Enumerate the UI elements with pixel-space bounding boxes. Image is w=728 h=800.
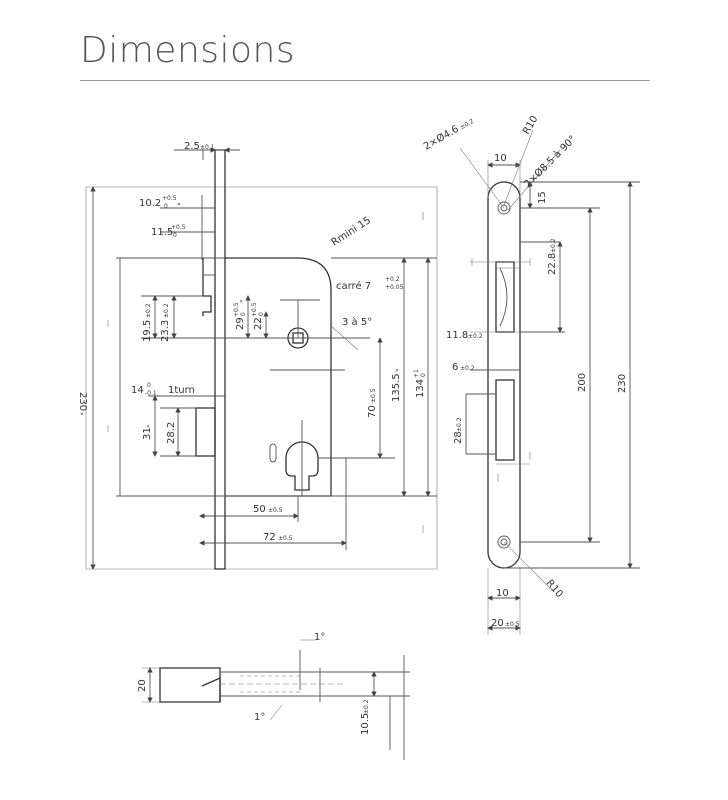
side-dim-22-8-group: 22.8 ±0.2 xyxy=(547,238,558,275)
dim-31-group: 31 » xyxy=(142,424,153,440)
dim-14-note: 1turn xyxy=(168,385,195,396)
side-dim-11-8: 11.8 xyxy=(446,330,468,341)
dim-14-tol-bot: -0.1 xyxy=(145,390,157,397)
dim-31: 31 xyxy=(142,427,153,440)
dim-19-5-tol: ±0.2 xyxy=(145,303,152,318)
dim-29-tol-bot: 0 xyxy=(240,312,247,316)
bolt-dim-10-5-tol: ±0.2 xyxy=(363,699,370,714)
bolt-angle-top: 1° xyxy=(314,632,325,643)
dim-28-2: 28.2 xyxy=(166,422,177,444)
dim-29: 29 xyxy=(235,317,246,330)
dim-plate-thickness-tol: ±0.1 xyxy=(200,144,215,151)
dim-70-group: 70 ±0.5 xyxy=(367,388,378,418)
bolt-dim-20: 20 xyxy=(137,679,148,692)
side-dim-230: 230 xyxy=(617,374,628,393)
dim-19-5-group: 19.5 ±0.2 xyxy=(142,303,153,342)
side-dim-28-group: 28 ±0.2 xyxy=(453,417,464,444)
dim-134-tol-top: +1 xyxy=(413,369,420,378)
side-dim-20-tol: ±0.5 xyxy=(505,621,520,628)
dim-72: 72 xyxy=(263,532,276,543)
side-dim-6-tol: ±0.2 xyxy=(460,365,475,372)
dim-latch-offset-tol-top: +0.5 xyxy=(162,195,177,202)
dim-29-group: 29 +0.5 0 » xyxy=(233,299,247,330)
page-title: Dimensions xyxy=(80,30,296,71)
dim-22-group: 22 +0.5 0 xyxy=(251,302,265,330)
side-holes-group: 2×Ø4.6 ±0.2 xyxy=(422,118,476,153)
label-square-tol-bot: +0.05 xyxy=(385,284,404,291)
dim-31-suffix: » xyxy=(145,424,152,428)
dim-latch-offset: 10.2 xyxy=(139,198,161,209)
dim-134-group: 134 +1 0 xyxy=(413,369,427,398)
front-view xyxy=(85,147,438,570)
dim-latch-offset-2: 11.5 xyxy=(151,227,173,238)
dim-70-tol: ±0.5 xyxy=(370,388,377,403)
dim-29-tol-top: +0.5 xyxy=(233,302,240,317)
dim-23-3-group: 23.3 ±0.2 xyxy=(160,303,171,342)
dim-50-tol: ±0.5 xyxy=(268,507,283,514)
dim-134-tol-bot: 0 xyxy=(420,373,427,377)
dim-72-tol: ±0.5 xyxy=(278,535,293,542)
dim-14: 14 xyxy=(131,385,144,396)
dim-22: 22 xyxy=(253,317,264,330)
dim-23-3: 23.3 xyxy=(160,320,171,342)
dim-29-suffix: » xyxy=(238,299,245,303)
dim-latch-offset-2-tol-bot: 0 xyxy=(173,232,177,239)
label-corner-radius: Rmini 15 xyxy=(330,215,373,248)
dim-70: 70 xyxy=(367,405,378,418)
side-dim-22-8-tol: ±0.2 xyxy=(550,238,557,253)
side-view xyxy=(459,129,640,635)
dim-22-tol-top: +0.5 xyxy=(251,302,258,317)
side-dim-10-bottom: 10 xyxy=(496,588,509,599)
dim-230-front-suffix: » xyxy=(78,412,85,416)
dim-230-front-group: 230 » xyxy=(77,392,88,416)
dim-135-5-group: 135.5 » xyxy=(391,368,402,402)
dim-latch-offset-tol-bot: 0 xyxy=(164,203,168,210)
dim-134: 134 xyxy=(415,379,426,398)
title-divider xyxy=(80,80,650,81)
bolt-dim-10-5-group: 10.5 ±0.2 xyxy=(360,699,371,735)
side-dim-15: 15 xyxy=(537,191,548,204)
label-angle: 3 à 5° xyxy=(342,316,372,328)
dim-plate-thickness: 2.5 xyxy=(184,141,200,152)
side-dim-11-8-tol: ±0.2 xyxy=(468,333,483,340)
dim-135-5-suffix: » xyxy=(394,368,401,372)
side-dim-200: 200 xyxy=(577,373,588,392)
side-holes-tol: ±0.2 xyxy=(459,118,475,131)
dim-latch-offset-2-tol-top: +0.5 xyxy=(171,224,186,231)
label-square-tol-top: +0.2 xyxy=(385,276,400,283)
side-dim-20: 20 xyxy=(491,618,504,629)
side-dim-28: 28 xyxy=(453,431,464,444)
dim-135-5: 135.5 xyxy=(391,373,402,402)
dim-23-3-tol: ±0.2 xyxy=(163,303,170,318)
side-r10-bottom: R10 xyxy=(544,578,565,600)
bolt-view xyxy=(142,639,410,760)
side-holes: 2×Ø4.6 xyxy=(422,123,461,153)
dim-19-5: 19.5 xyxy=(142,320,153,342)
dim-latch-offset-suffix: » xyxy=(177,201,181,208)
dim-14-tol-top: 0 xyxy=(147,382,151,389)
side-dim-10-top: 10 xyxy=(494,153,507,164)
bolt-angle-bottom: 1° xyxy=(254,712,265,723)
side-r10-top: R10 xyxy=(521,114,540,137)
dim-230-front: 230 xyxy=(77,392,88,411)
side-dim-28-tol: ±0.2 xyxy=(456,417,463,432)
side-dim-22-8: 22.8 xyxy=(547,253,558,275)
side-dim-6: 6 xyxy=(452,362,458,373)
bolt-dim-10-5: 10.5 xyxy=(360,713,371,735)
dim-50: 50 xyxy=(253,504,266,515)
label-square: carré 7 xyxy=(336,280,371,292)
dim-22-tol-bot: 0 xyxy=(258,312,265,316)
